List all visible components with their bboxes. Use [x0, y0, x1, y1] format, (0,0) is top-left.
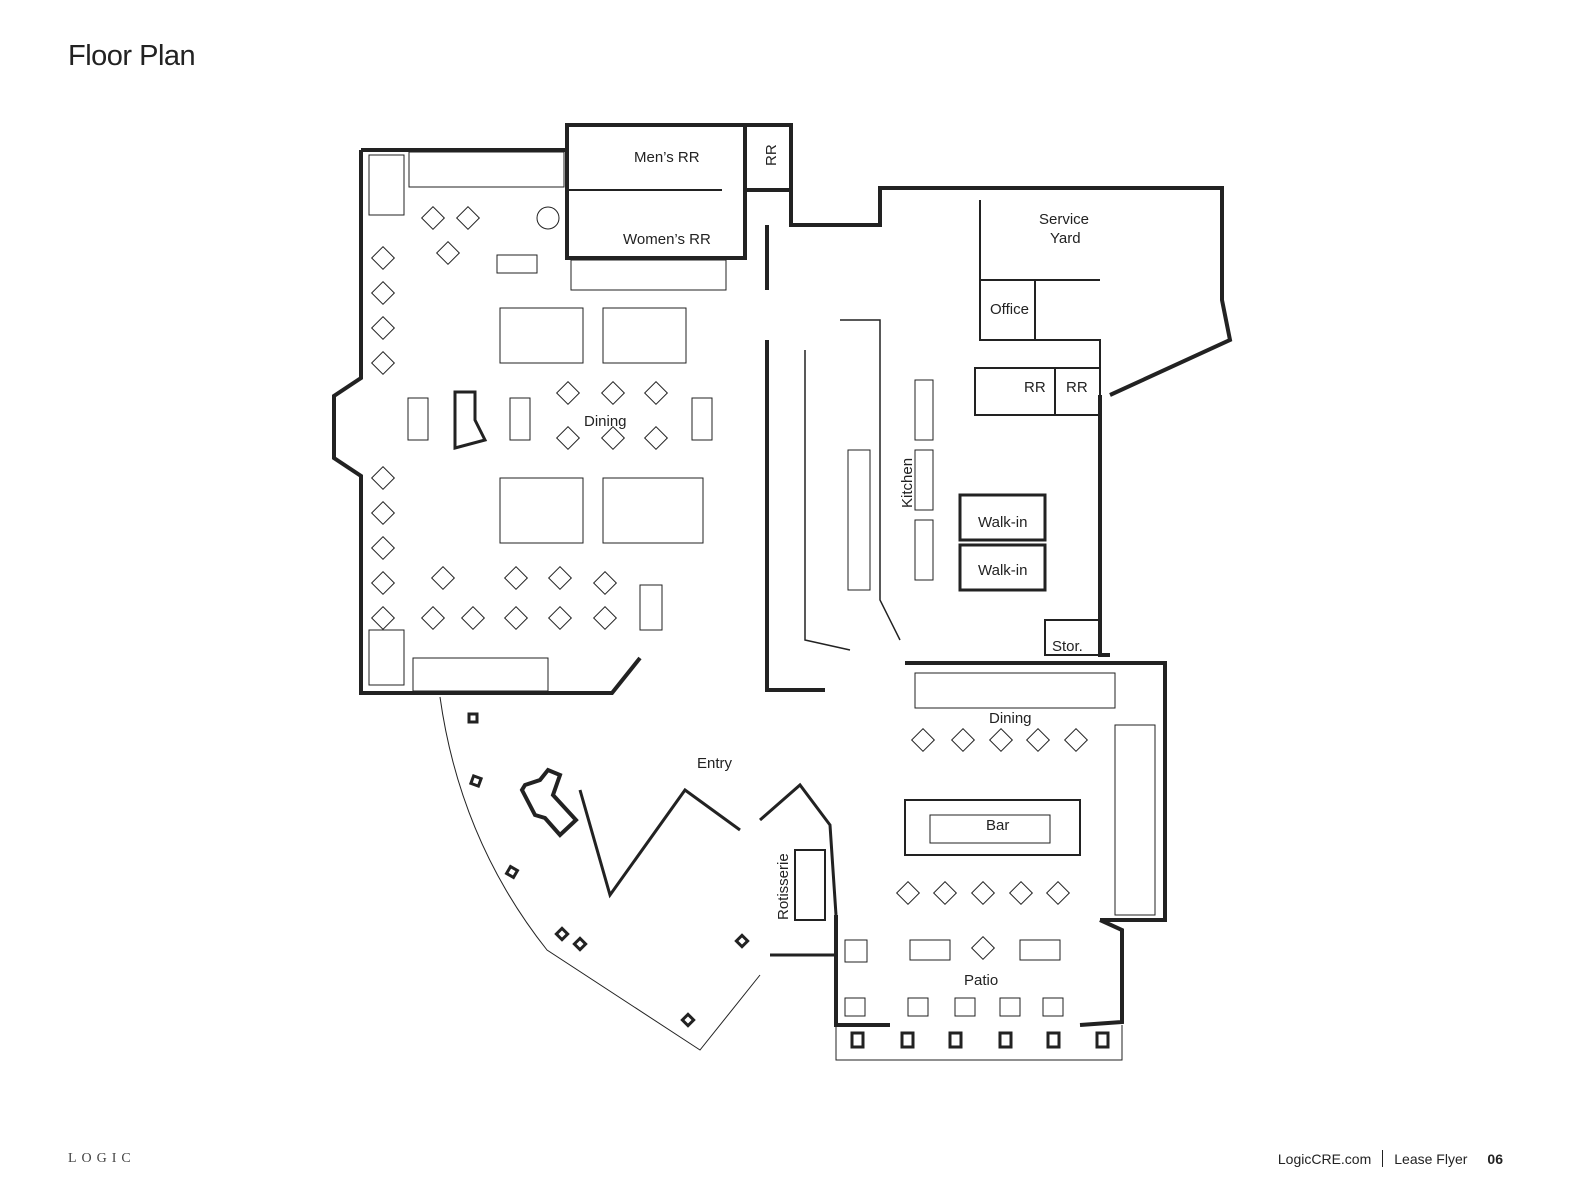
- booth-block: [602, 477, 704, 544]
- kitchen-west-wall: [765, 225, 825, 692]
- rr-block: [974, 367, 1101, 416]
- footer-info: LogicCRE.com Lease Flyer 06: [1278, 1150, 1503, 1167]
- booth-row: [412, 657, 549, 692]
- label-storage: Stor.: [1052, 638, 1083, 655]
- label-office: Office: [990, 301, 1029, 318]
- rotisserie-wall: [759, 782, 838, 957]
- label-walkin-2: Walk-in: [978, 562, 1027, 579]
- booth-block: [499, 307, 584, 364]
- entry-storefront: [578, 787, 741, 899]
- footer-logo: LOGIC: [68, 1151, 136, 1166]
- booth-block: [602, 307, 687, 364]
- label-kitchen: Kitchen: [899, 458, 916, 508]
- corner-booth: [368, 154, 405, 216]
- patio-wall: [834, 915, 1124, 1027]
- booth-row: [914, 672, 1116, 709]
- label-womens-rr: Women’s RR: [623, 231, 711, 248]
- label-service-yard-1: Service: [1039, 211, 1089, 228]
- entry-sculpture: [519, 767, 579, 838]
- booth-row: [408, 151, 565, 188]
- dining-tables-long: [407, 206, 713, 631]
- corner-booth: [368, 629, 405, 686]
- label-entry: Entry: [697, 755, 733, 772]
- kitchen-counter: [914, 449, 934, 511]
- kitchen-counter: [914, 379, 934, 441]
- label-walkin-1: Walk-in: [978, 514, 1027, 531]
- bar-inner: [929, 814, 1051, 844]
- host-stand: [453, 390, 488, 450]
- bar-counter: [904, 799, 1081, 856]
- label-rr-2: RR: [1066, 379, 1088, 396]
- dining-tables-main: [370, 205, 669, 631]
- kitchen-line: [804, 319, 901, 651]
- patio-columns: [467, 712, 1110, 1049]
- walkin-block: [958, 493, 1047, 592]
- rotisserie-counter: [794, 849, 826, 921]
- label-rotisserie: Rotisserie: [775, 853, 792, 920]
- booth-block: [499, 477, 584, 544]
- footer-divider: [1382, 1150, 1384, 1167]
- label-bar: Bar: [986, 817, 1009, 834]
- page-title: Floor Plan: [68, 40, 196, 72]
- kitchen-counter: [847, 449, 871, 591]
- footer-page-number: 06: [1487, 1150, 1503, 1167]
- entry-arc: [439, 696, 761, 1051]
- patio-edge: [835, 1025, 1123, 1061]
- upper-corridor-wall: [745, 186, 1233, 397]
- label-dining-main: Dining: [584, 413, 627, 430]
- label-patio: Patio: [964, 972, 998, 989]
- kitchen-east-wall: [1098, 395, 1110, 657]
- storage-block: [1044, 619, 1101, 656]
- booth-row: [570, 259, 727, 291]
- label-rr-1: RR: [1024, 379, 1046, 396]
- footer-website: LogicCRE.com: [1277, 1150, 1372, 1167]
- footer-doc-name: Lease Flyer: [1394, 1150, 1468, 1167]
- kitchen-counter: [914, 519, 934, 581]
- patio-tables: [844, 997, 1064, 1017]
- label-service-yard-2: Yard: [1050, 230, 1081, 247]
- label-dining-right: Dining: [989, 710, 1032, 727]
- label-mens-rr: Men’s RR: [634, 149, 700, 166]
- label-rr-top: RR: [763, 144, 780, 166]
- right-dining-wall: [905, 661, 1167, 922]
- dining-tables-right: [844, 727, 1089, 963]
- service-yard-wall: [979, 200, 1101, 395]
- banquette: [1114, 724, 1156, 916]
- main-dining-wall: [332, 150, 642, 695]
